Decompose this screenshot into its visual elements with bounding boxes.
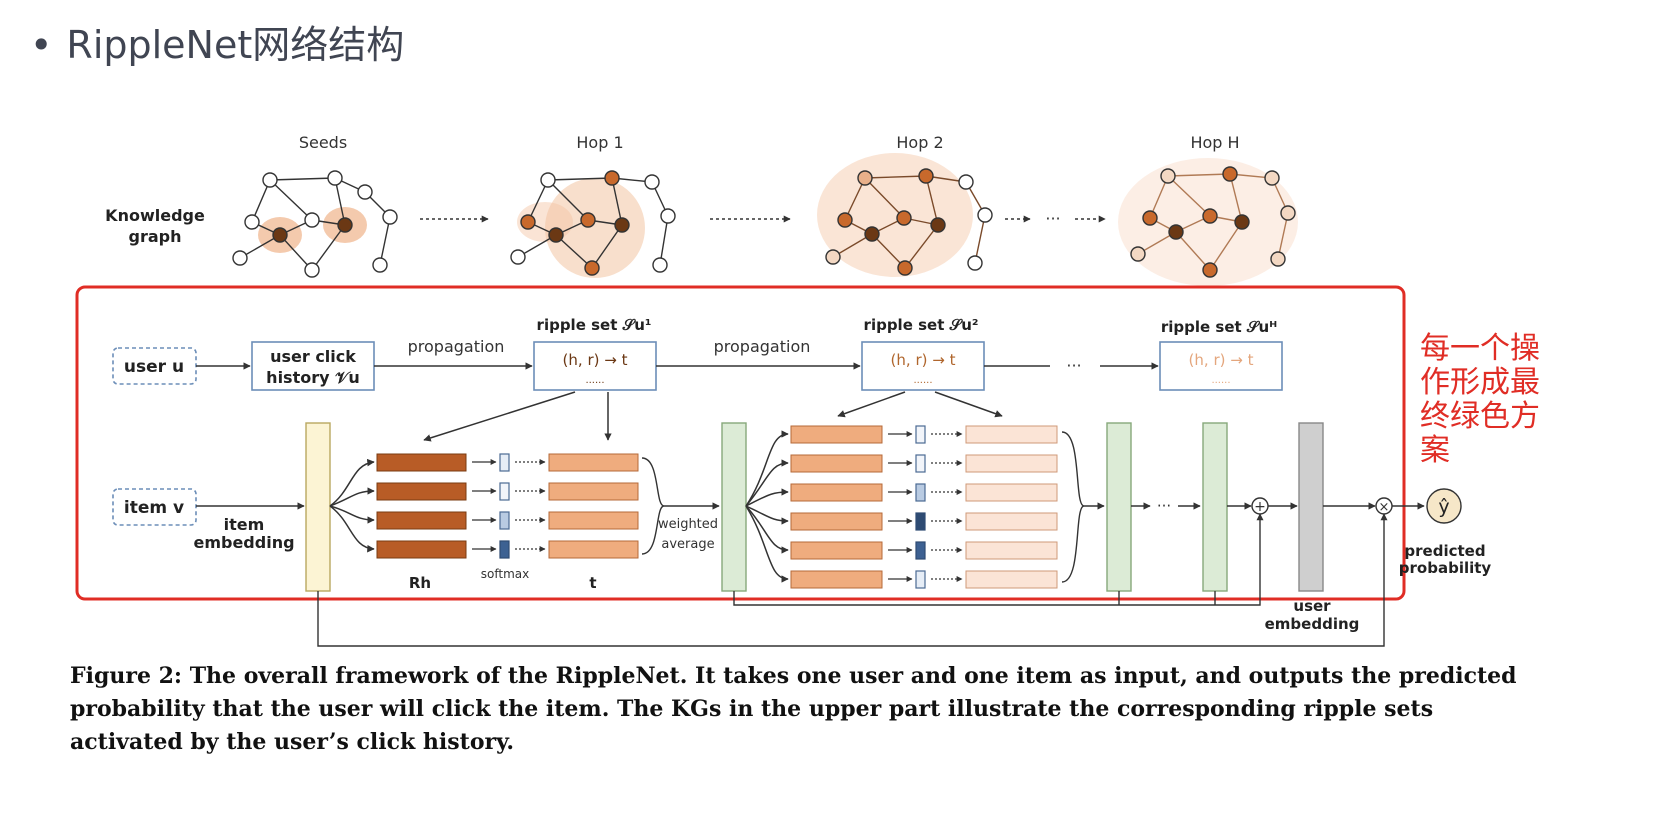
- hop1-softmax: [472, 453, 546, 559]
- t-bar: [548, 540, 639, 559]
- propagation-label-2: propagation: [714, 337, 811, 356]
- ripple-set-h-label: ripple set 𝒮uᴴ: [1161, 318, 1277, 336]
- ripple-set-h-box: [1159, 341, 1283, 391]
- item-box: [112, 488, 197, 526]
- rh-bar: [790, 454, 883, 473]
- predicted-line2: probability: [1399, 559, 1492, 577]
- figure-caption: Figure 2: The overall framework of the R…: [70, 663, 1517, 755]
- user-embedding-line1: user: [1293, 597, 1331, 615]
- ripple-set-1-label: ripple set 𝒮u¹: [537, 316, 652, 334]
- rh-bar: [376, 540, 467, 559]
- hop2-softmax: [888, 425, 963, 589]
- rh-bar: [790, 541, 883, 560]
- sum-symbol: +: [1254, 499, 1266, 515]
- hop-ellipsis: ···: [1157, 497, 1171, 515]
- hop1-rh-bars: [376, 453, 467, 559]
- ripple-set-2-label: ripple set 𝒮u²: [864, 316, 979, 334]
- ripple-set-2-more: ......: [913, 375, 932, 386]
- predicted-line1: predicted: [1404, 542, 1485, 560]
- weighted-average-line1: weighted: [658, 517, 718, 532]
- propagation-label-1: propagation: [408, 337, 505, 356]
- product-symbol: ×: [1379, 500, 1390, 515]
- item-embedding-vector: [305, 422, 331, 592]
- rh-bar: [376, 511, 467, 530]
- t-bar: [548, 482, 639, 501]
- ripple-set-2-triple: (h, r) → t: [891, 351, 956, 369]
- ripple-ellipsis: ···: [1066, 356, 1081, 375]
- kg-label-line1: Knowledge: [105, 206, 205, 225]
- click-history-line1: user click: [270, 347, 356, 366]
- hop2-t-bars: [965, 425, 1058, 589]
- kg-hop2-nodes: [825, 168, 993, 276]
- annotation-note: 每一个操作形成最终绿色方案: [1420, 331, 1540, 468]
- t-bar: [965, 541, 1058, 560]
- kg-ellipsis: ···: [1045, 209, 1060, 228]
- t-bar: [965, 483, 1058, 502]
- t-label: t: [589, 574, 596, 592]
- rh-bar: [790, 570, 883, 589]
- ripple-set-1-triple: (h, r) → t: [563, 351, 628, 369]
- t-bar: [548, 453, 639, 472]
- hop2-response-vector: [1106, 422, 1132, 592]
- arrow-ripple2-to-t: [934, 391, 1003, 418]
- predicted-symbol: ŷ: [1438, 496, 1449, 518]
- softmax-label: softmax: [481, 567, 529, 581]
- skip-connections: [317, 513, 1388, 647]
- kg-hop1-nodes: [510, 170, 676, 276]
- rh-bar: [790, 512, 883, 531]
- t-bar: [965, 512, 1058, 531]
- hop2-branches: [745, 430, 789, 583]
- predicted-output: [1426, 488, 1462, 524]
- arrow-ripple2-to-rh: [837, 391, 906, 418]
- user-label: user u: [124, 357, 184, 377]
- arrow-ripple1-to-rh: [423, 391, 576, 442]
- rh-bar: [376, 453, 467, 472]
- t-bar: [965, 570, 1058, 589]
- item-embedding-line2: embedding: [193, 533, 294, 552]
- kg-seeds-nodes: [232, 170, 398, 278]
- hop1-halo: [545, 178, 645, 278]
- kg-hoph-nodes: [1130, 166, 1296, 278]
- item-embedding-line1: item: [224, 515, 265, 534]
- stage-label-hop1: Hop 1: [576, 133, 623, 152]
- hop2-halo: [817, 153, 973, 277]
- stage-label-hop2: Hop 2: [896, 133, 943, 152]
- kg-label-line2: graph: [129, 227, 182, 246]
- title-text: RippleNet网络结构: [66, 23, 405, 67]
- slide-title: • RippleNet网络结构: [30, 14, 404, 69]
- ripple-set-1-box: [533, 341, 657, 391]
- ripple-set-1-more: ......: [585, 375, 604, 386]
- weighted-average-line2: average: [661, 537, 714, 552]
- hop2-rh-bars: [790, 425, 883, 589]
- stage-label-hoph: Hop H: [1190, 133, 1239, 152]
- highlight-box: [75, 285, 1406, 601]
- hop1-branches: [329, 458, 375, 553]
- rh-label: Rh: [409, 574, 431, 592]
- user-embedding-vector: [1298, 422, 1324, 592]
- ripple-set-h-more: ......: [1211, 375, 1230, 386]
- title-bullet: •: [30, 23, 53, 67]
- rh-bar: [376, 482, 467, 501]
- click-history-line2: history 𝒱u: [266, 368, 360, 387]
- hoph-response-vector: [1202, 422, 1228, 592]
- stage-label-seeds: Seeds: [299, 133, 347, 152]
- hop2-brace: [1061, 431, 1085, 583]
- t-bar: [965, 425, 1058, 444]
- t-bar: [548, 511, 639, 530]
- ripple-set-2-box: [861, 341, 985, 391]
- t-bar: [965, 454, 1058, 473]
- ripple-set-h-triple: (h, r) → t: [1189, 351, 1254, 369]
- user-embedding-line2: embedding: [1265, 615, 1360, 633]
- hop1-t-bars: [548, 453, 639, 559]
- rh-bar: [790, 483, 883, 502]
- hop1-response-vector: [721, 422, 747, 592]
- item-label: item v: [124, 498, 184, 518]
- rh-bar: [790, 425, 883, 444]
- click-history-box: [251, 341, 375, 391]
